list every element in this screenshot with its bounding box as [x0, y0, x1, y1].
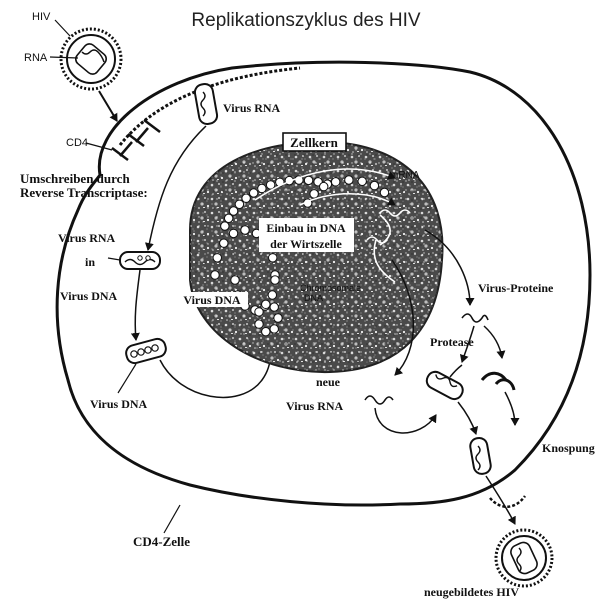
neue-label-2: Virus RNA [286, 399, 344, 413]
dna-bead [255, 320, 263, 328]
hiv-virion-incoming [61, 29, 121, 89]
dna-bead [229, 207, 237, 215]
dna-bead [220, 239, 228, 247]
hiv-virion-new [496, 530, 552, 586]
mrna-label: mRNA [390, 170, 420, 181]
virus-dna-nucleus-label: Virus DNA [183, 293, 241, 307]
dna-bead [271, 276, 279, 284]
virus-rna-capsule [194, 83, 219, 126]
knospung-label: Knospung [542, 441, 595, 455]
dna-bead [370, 181, 378, 189]
chromosomale-label-1: Chromosomale [300, 283, 361, 293]
assembling-virion-capsule [424, 369, 466, 402]
dna-bead [242, 194, 250, 202]
virus-protein-squiggle [462, 314, 488, 322]
maturing-virion-capsule [469, 437, 492, 475]
dna-bead [270, 303, 278, 311]
dna-bead [266, 181, 274, 189]
dna-bead [258, 184, 266, 192]
dna-bead [274, 314, 282, 322]
dna-bead [358, 177, 366, 185]
dna-bead [262, 327, 270, 335]
diagram-title: Replikationszyklus des HIV [191, 10, 420, 31]
virus-rna-in-label-1: Virus RNA [58, 231, 116, 245]
umschreiben-label-1: Umschreiben durch [20, 171, 130, 186]
virus-rna-in-label-2: in [85, 255, 95, 269]
dna-bead [213, 254, 221, 262]
dna-bead [211, 271, 219, 279]
dna-bead [310, 190, 318, 198]
dna-bead [221, 222, 229, 230]
dna-bead [270, 325, 278, 333]
protease-label: Protease [430, 335, 474, 349]
dna-bead [229, 229, 237, 237]
hiv-label: HIV [32, 11, 51, 23]
dna-bead [262, 300, 270, 308]
dna-bead [268, 291, 276, 299]
cd4-receptors [112, 120, 160, 160]
dna-bead [345, 176, 353, 184]
dna-bead [320, 182, 328, 190]
virus-proteine-label: Virus-Proteine [478, 281, 554, 295]
dna-bead [304, 176, 312, 184]
dna-bead [331, 178, 339, 186]
cd4-label: CD4 [66, 137, 88, 149]
umschreiben-label-2: Reverse Transcriptase: [20, 185, 148, 200]
zellkern-label: Zellkern [290, 135, 338, 150]
new-rna-squiggle [365, 396, 393, 404]
dna-bead [235, 200, 243, 208]
dna-bead [249, 189, 257, 197]
chromosomale-label-2: DNA [304, 293, 323, 303]
dna-bead [224, 214, 232, 222]
dna-bead [269, 254, 277, 262]
dna-bead [255, 308, 263, 316]
dna-bead [380, 188, 388, 196]
neue-label-1: neue [316, 375, 341, 389]
cd4-zelle-label: CD4-Zelle [133, 534, 190, 549]
einbau-label-2: der Wirtszelle [270, 237, 342, 251]
virus-rna-top-label: Virus RNA [223, 101, 281, 115]
dna-bead [231, 276, 239, 284]
rna-label: RNA [24, 52, 48, 64]
rna-dna-hybrid-capsule [120, 252, 160, 269]
virus-rna-in-label-3: Virus DNA [60, 289, 118, 303]
einbau-label-1: Einbau in DNA [266, 221, 346, 235]
cleaved-protein-fragments [482, 373, 514, 390]
dna-bead [241, 226, 249, 234]
virus-dna-low-label: Virus DNA [90, 397, 148, 411]
neugebildetes-hiv-label: neugebildetes HIV [424, 585, 519, 599]
